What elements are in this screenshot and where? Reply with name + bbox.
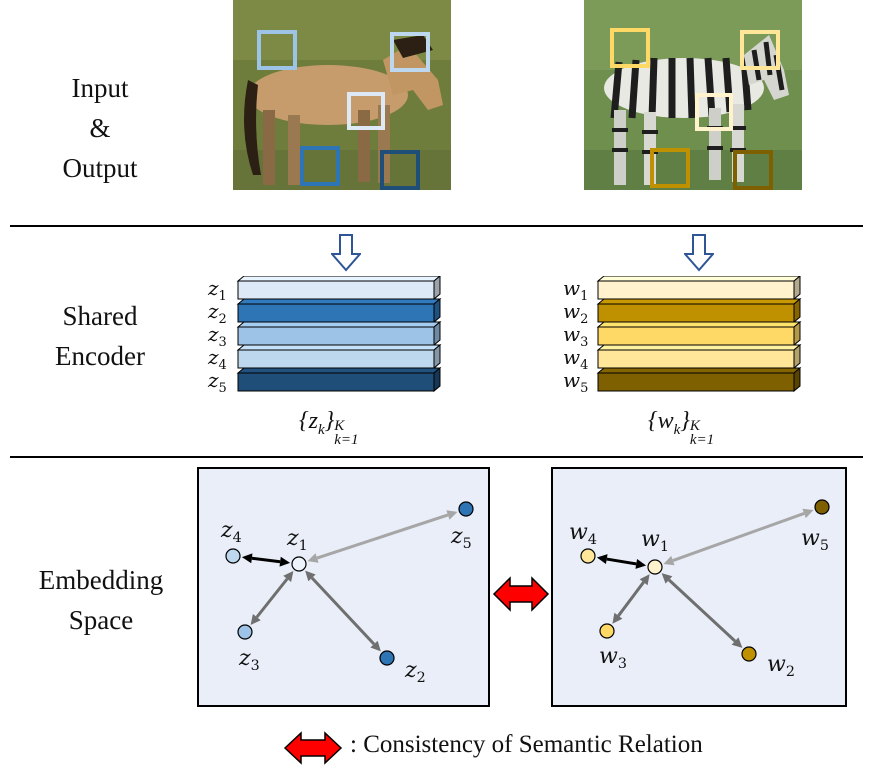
set-sup: K (334, 418, 345, 434)
embedding-point-w2 (741, 646, 757, 662)
embedding-panel-left: z1 z2 z3 z4 z5 (197, 467, 490, 707)
relation-arrow-3 (612, 574, 650, 624)
feature-bar-z2 (236, 297, 442, 324)
relation-arrow-5 (663, 508, 814, 566)
patch-z4 (390, 32, 430, 72)
relation-arrow-4 (241, 553, 291, 567)
input-horse-image (233, 0, 451, 190)
set-sub: k (673, 421, 681, 438)
set-brace: } (324, 408, 335, 434)
down-arrow-icon (684, 234, 714, 272)
row-label-input-output: Input & Output (40, 68, 160, 188)
row-label-embedding-space: Embedding Space (16, 560, 186, 640)
feature-bar-z1 (236, 276, 441, 301)
set-sub-range: k=1 (689, 432, 715, 448)
relation-arrow-2 (661, 573, 743, 648)
embedding-label-w2: w2 (767, 652, 795, 680)
set-brace: } (680, 408, 690, 434)
set-brace: {z (299, 408, 318, 434)
consistency-double-arrow-icon (492, 576, 550, 612)
patch-z1 (347, 92, 385, 130)
divider-top (10, 225, 863, 227)
embedding-panel-right: w1 w2 w3 w4 w5 (551, 467, 847, 707)
embedding-label-z5: z5 (450, 524, 472, 552)
feature-bar-z5 (236, 366, 442, 393)
legend-double-arrow-icon (283, 731, 343, 765)
embedding-point-z5 (458, 501, 474, 517)
row-label-line: Embedding (38, 565, 164, 595)
relation-arrow-5 (307, 510, 458, 563)
feature-bar-z4 (236, 343, 442, 370)
patch-z2 (300, 146, 340, 186)
row-label-line: Output (62, 153, 138, 183)
set-sub: k (317, 421, 325, 438)
embedding-point-w5 (814, 499, 830, 515)
patch-w5 (733, 150, 773, 190)
embedding-point-z3 (237, 624, 253, 640)
set-sub-range: k=1 (334, 432, 359, 448)
row-label-line: Shared (62, 301, 138, 331)
relation-arrow-4 (596, 554, 647, 569)
embedding-point-w4 (580, 548, 596, 564)
feature-bar-w4 (596, 343, 802, 370)
embedding-label-w1: w1 (641, 527, 669, 555)
embedding-label-z1: z1 (286, 526, 308, 554)
relation-arrow-3 (250, 571, 294, 625)
embedding-point-z1 (291, 556, 307, 572)
feature-bar-w1 (596, 276, 801, 301)
patch-w3 (610, 28, 650, 68)
feature-bar-w2 (596, 297, 802, 324)
set-sup: K (689, 418, 700, 434)
embedding-point-w3 (599, 623, 615, 639)
set-brace: {w (648, 408, 674, 434)
patch-w2 (650, 148, 690, 188)
embedding-label-w5: w5 (801, 526, 829, 554)
patch-z5 (380, 150, 420, 190)
embedding-label-z4: z4 (220, 518, 242, 546)
down-arrow-icon (331, 234, 361, 272)
patch-w4 (740, 30, 780, 70)
row-label-line: Encoder (55, 341, 145, 371)
patch-z3 (257, 30, 297, 70)
embedding-label-w3: w3 (599, 644, 627, 672)
embedding-point-w1 (647, 559, 663, 575)
divider-bottom (10, 456, 863, 458)
legend-text: : Consistency of Semantic Relation (350, 731, 703, 758)
relation-arrow-2 (305, 570, 381, 652)
embedding-point-z2 (379, 650, 395, 666)
row-label-line: Input (71, 73, 129, 103)
feature-bar-w5 (596, 366, 802, 393)
row-label-shared-encoder: Shared Encoder (30, 296, 170, 376)
feature-label-w5: w5 (563, 368, 588, 396)
patch-w1 (695, 93, 733, 131)
embedding-point-z4 (225, 548, 241, 564)
row-label-line: Space (68, 605, 134, 635)
embedding-label-z3: z3 (238, 646, 260, 674)
feature-bar-z3 (236, 320, 442, 347)
embedding-label-z2: z2 (404, 658, 426, 686)
feature-bar-w3 (596, 320, 802, 347)
row-label-line: & (89, 113, 111, 143)
embedding-label-w4: w4 (569, 520, 597, 548)
